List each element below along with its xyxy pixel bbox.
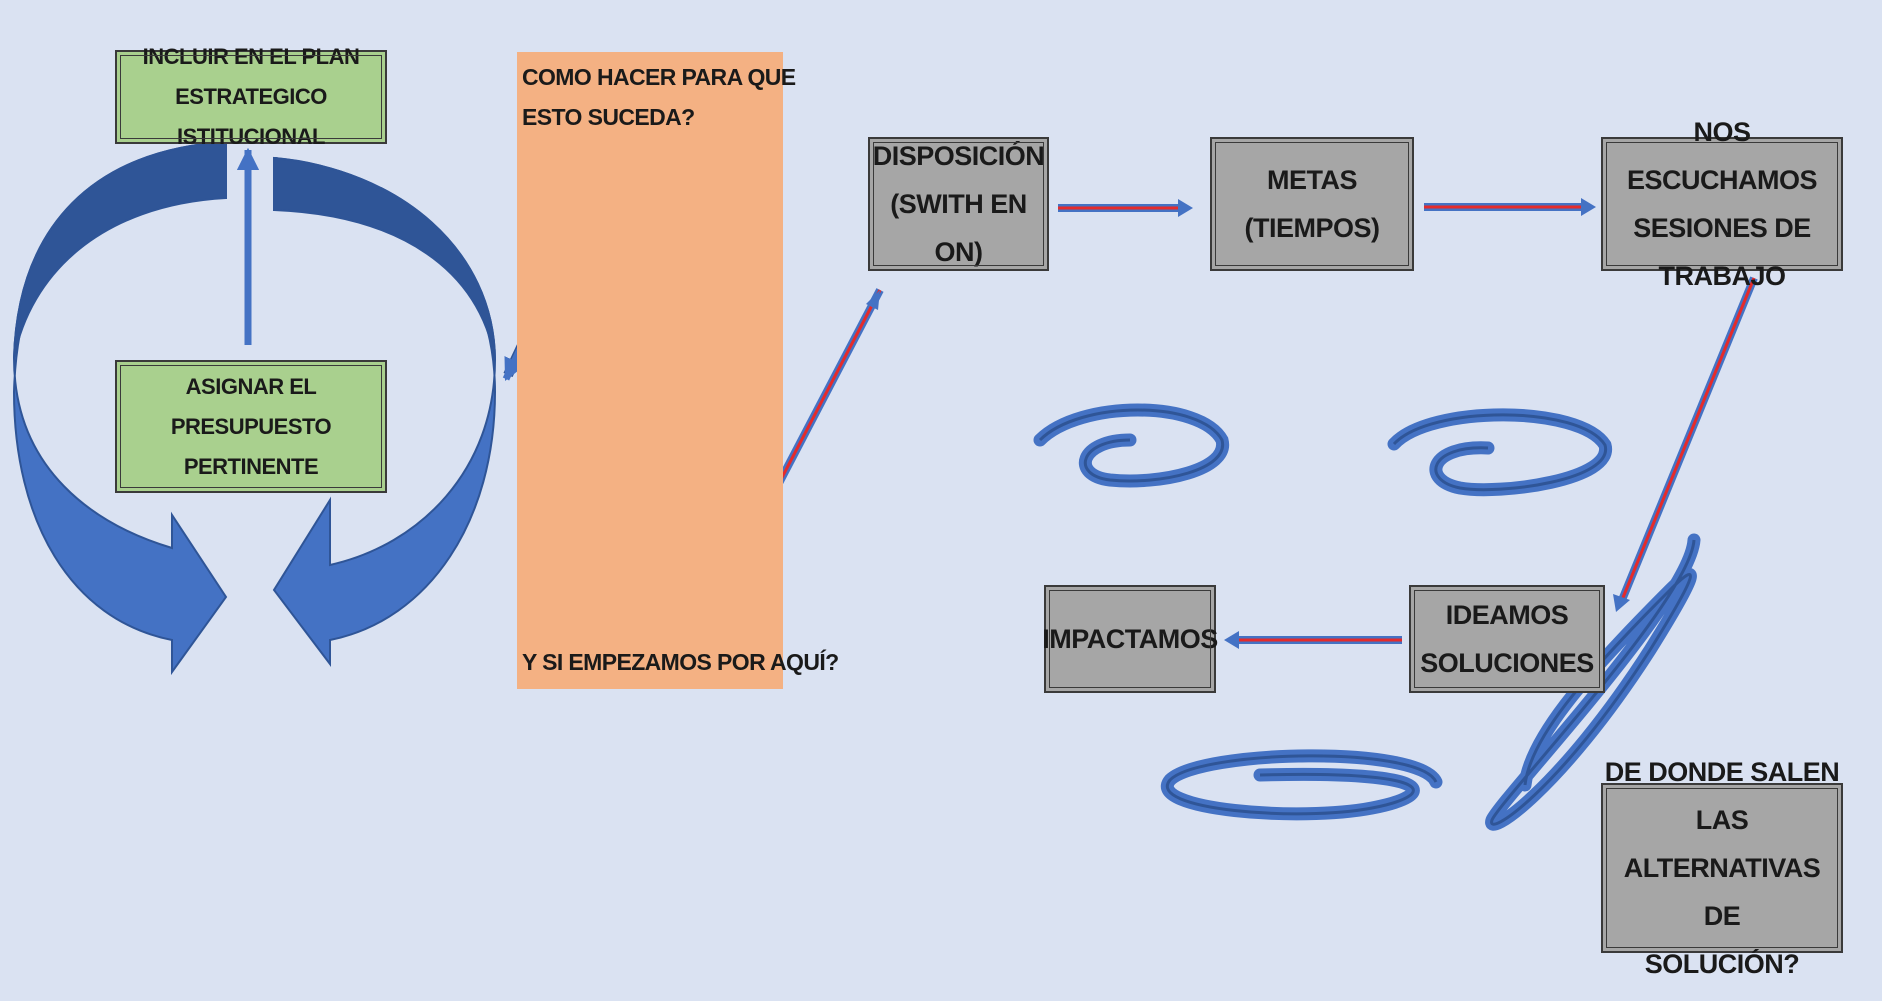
arrow-metas-escuchamos [1424, 198, 1596, 216]
box-disposicion-line1: DISPOSICIÓN [872, 141, 1045, 171]
box-disposicion: DISPOSICIÓN (SWITH EN ON) [868, 137, 1049, 271]
panel-start-line: Y SI EMPEZAMOS POR AQUÍ? [522, 649, 839, 675]
panel-question: COMO HACER PARA QUE ESTO SUCEDA? [522, 57, 796, 137]
box-asignar-presupuesto-line2: PERTINENTE [183, 453, 319, 479]
box-impactamos-line: IMPACTAMOS [1042, 624, 1218, 654]
swirl-4 [1160, 749, 1443, 821]
left-circular-arrow [12, 140, 228, 676]
box-ideamos-line1: IDEAMOS [1445, 600, 1569, 630]
box-alternativas-line2: ALTERNATIVAS DE [1623, 853, 1821, 931]
box-escuchamos-line1: NOS ESCUCHAMOS [1626, 117, 1818, 195]
panel-start-text: Y SI EMPEZAMOS POR AQUÍ? [522, 642, 839, 682]
box-escuchamos-line2: SESIONES DE TRABAJO [1633, 213, 1811, 291]
box-ideamos: IDEAMOS SOLUCIONES [1409, 585, 1605, 693]
box-metas: METAS (TIEMPOS) [1210, 137, 1414, 271]
panel-question-line2: ESTO SUCEDA? [522, 104, 695, 130]
box-incluir-plan: INCLUIR EN EL PLAN ESTRATEGICO ISTITUCIO… [115, 44, 387, 149]
box-metas-line: METAS (TIEMPOS) [1244, 165, 1381, 243]
box-alternativas-line1: DE DONDE SALEN LAS [1604, 757, 1840, 835]
box-disposicion-line2: (SWITH EN ON) [890, 189, 1027, 267]
box-escuchamos: NOS ESCUCHAMOS SESIONES DE TRABAJO [1601, 117, 1843, 291]
box-asignar-presupuesto: ASIGNAR EL PRESUPUESTO PERTINENTE [115, 360, 387, 493]
box-alternativas: DE DONDE SALEN LAS ALTERNATIVAS DE SOLUC… [1601, 757, 1843, 979]
right-circular-arrow [272, 156, 497, 667]
box-ideamos-line2: SOLUCIONES [1420, 648, 1594, 678]
swirl-1 [1033, 403, 1229, 488]
arrow-disposicion-metas [1058, 199, 1193, 217]
panel-question-line1: COMO HACER PARA QUE [522, 64, 796, 90]
swirl-2 [1387, 408, 1612, 497]
box-incluir-plan-line2: ESTRATEGICO ISTITUCIONAL [175, 84, 327, 149]
arrow-ideamos-impactamos [1224, 631, 1402, 649]
box-impactamos: IMPACTAMOS [1042, 585, 1218, 693]
box-alternativas-line3: SOLUCIÓN? [1644, 949, 1800, 979]
arrow-escuchamos-ideamos [1613, 276, 1758, 612]
box-asignar-presupuesto-line1: ASIGNAR EL PRESUPUESTO [170, 373, 332, 439]
orange-panel [517, 52, 783, 689]
box-incluir-plan-line1: INCLUIR EN EL PLAN [142, 44, 360, 69]
